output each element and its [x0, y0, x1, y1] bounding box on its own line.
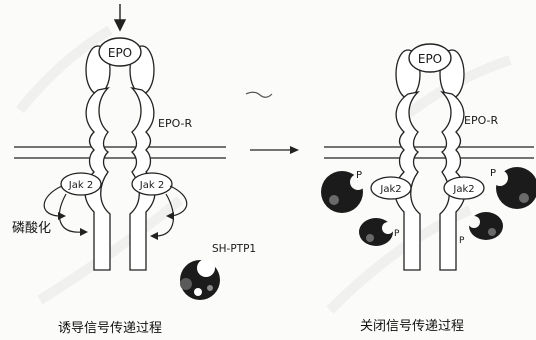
- right-phosphatase-bottom-left: [359, 218, 394, 246]
- right-receptor-label: EPO-R: [464, 114, 499, 127]
- left-jak-left-label: Jak 2: [68, 180, 93, 191]
- phospho-label-2: P: [490, 168, 496, 179]
- phospho-label-3: P: [394, 229, 400, 239]
- left-epo: EPO: [99, 38, 141, 66]
- right-jak-left-label: Jak2: [379, 184, 401, 195]
- left-panel: EPO EPO-R Jak 2 Jak 2 磷酸化 SH-PTP1: [12, 4, 256, 336]
- right-jak-right-label: Jak2: [452, 184, 474, 195]
- right-phosphatase-bottom-right: [468, 212, 503, 240]
- left-membrane: [14, 147, 226, 158]
- incoming-arrow: [115, 4, 125, 30]
- right-jak-left: Jak2: [371, 177, 411, 199]
- left-jak-left: Jak 2: [61, 173, 101, 195]
- right-jak-right: Jak2: [444, 177, 484, 199]
- right-receptor: [395, 50, 465, 270]
- left-phosphatase: [180, 259, 220, 300]
- left-jak-right: Jak 2: [132, 173, 172, 195]
- left-caption: 诱导信号传递过程: [58, 321, 162, 336]
- right-caption: 关闭信号传递过程: [360, 319, 464, 334]
- right-phosphatase-top-right: [492, 167, 536, 209]
- right-membrane: [324, 147, 534, 158]
- phosphatase-label: SH-PTP1: [212, 243, 256, 255]
- transition-arrow: [246, 92, 299, 154]
- left-receptor-label: EPO-R: [158, 117, 193, 130]
- right-epo-label: EPO: [418, 52, 442, 66]
- phosphorylation-label: 磷酸化: [12, 221, 51, 236]
- phospho-label-4: P: [459, 236, 465, 246]
- right-epo: EPO: [409, 44, 451, 72]
- left-jak-right-label: Jak 2: [139, 180, 164, 191]
- phospho-label-1: P: [356, 170, 362, 181]
- left-epo-label: EPO: [108, 46, 132, 60]
